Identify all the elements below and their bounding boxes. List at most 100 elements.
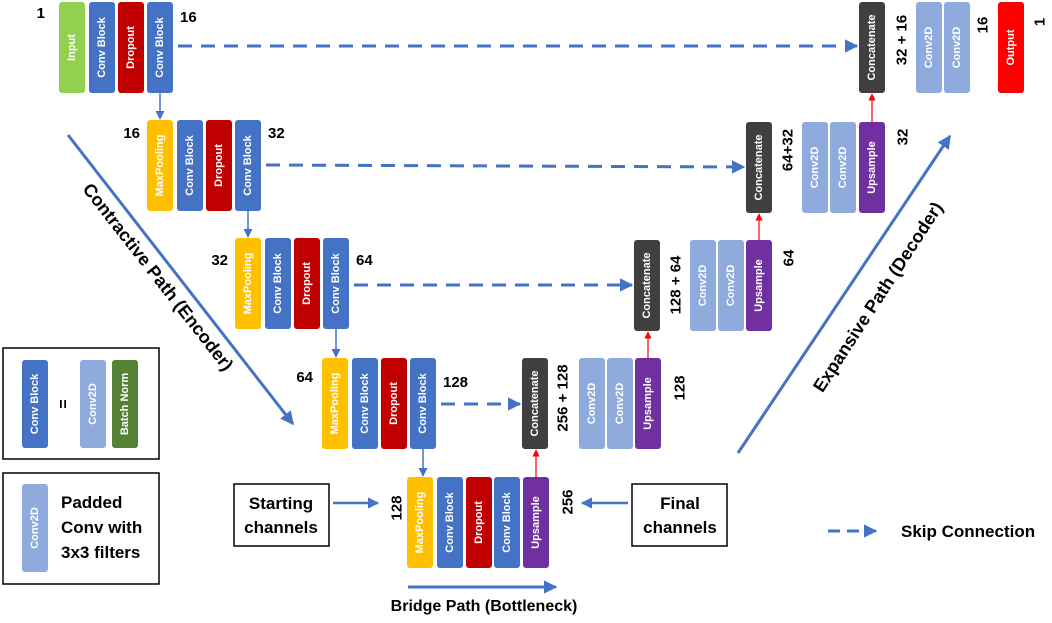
- conv2d-block-label: Conv2D: [614, 383, 626, 425]
- concatenate-block: [859, 2, 885, 93]
- concatenate-block-label: Concatenate: [641, 252, 653, 318]
- dropout-block: [294, 238, 320, 329]
- conv-block-label: Conv Block: [444, 491, 456, 552]
- channel-label: 32: [895, 129, 912, 146]
- conv-block: [437, 477, 463, 568]
- upsample-block-label: Upsample: [642, 377, 654, 430]
- dropout-block: [381, 358, 407, 449]
- channel-label: 16: [123, 125, 140, 142]
- conv-block: [323, 238, 349, 329]
- encoder-level-1: Input Conv Block Dropout Conv Block 1 16: [37, 2, 197, 93]
- conv-block-label: Conv Block: [154, 16, 166, 77]
- upsample-block-label: Upsample: [753, 259, 765, 312]
- final-channels-line2: channels: [643, 518, 717, 537]
- conv-block-label: Conv Block: [272, 252, 284, 313]
- channel-label: 256 + 128: [555, 364, 572, 431]
- channel-label: 16: [180, 9, 197, 26]
- channel-label: 128 + 64: [668, 255, 685, 314]
- bridge-path-label: Bridge Path (Bottleneck): [391, 598, 578, 615]
- expansive-path-label: Expansive Path (Decoder): [809, 198, 947, 395]
- maxpooling-block-label: MaxPooling: [242, 253, 254, 315]
- input-block: [59, 2, 85, 93]
- channel-label: 64: [356, 252, 373, 269]
- conv2d-block-label: Conv2D: [697, 265, 709, 307]
- encoder-level-3: MaxPooling Conv Block Dropout Conv Block…: [211, 238, 373, 329]
- channel-label: 128: [672, 375, 689, 400]
- conv-block-label: Conv Block: [359, 372, 371, 433]
- final-channels-note: Final channels: [580, 483, 728, 547]
- conv-block: [147, 2, 173, 93]
- channel-label: 64: [781, 249, 798, 266]
- conv2d-block-label: Conv2D: [87, 383, 99, 425]
- batch-norm-block: [112, 360, 138, 448]
- output-block-label: Output: [1005, 29, 1017, 65]
- decoder-level-4: Concatenate 256 + 128 Conv2D Conv2D Upsa…: [522, 358, 689, 449]
- decoder-level-2: Concatenate 64+32 Conv2D Conv2D Upsample…: [746, 122, 912, 213]
- conv-block: [352, 358, 378, 449]
- bridge-level: MaxPooling Conv Block Dropout Conv Block…: [389, 477, 577, 568]
- conv2d-block-label: Conv2D: [951, 27, 963, 69]
- dashed-arrow-icon: [265, 160, 746, 174]
- encoder-level-2: MaxPooling Conv Block Dropout Conv Block…: [123, 120, 285, 211]
- dropout-block-label: Dropout: [213, 144, 225, 187]
- maxpooling-block-label: MaxPooling: [414, 492, 426, 554]
- conv-block-label: Conv Block: [96, 16, 108, 77]
- output-block: [998, 2, 1024, 93]
- legend-skip-connection: Skip Connection: [828, 522, 1035, 541]
- encoder-path-arrow: [66, 134, 295, 426]
- conv-block: [265, 238, 291, 329]
- dropout-block: [118, 2, 144, 93]
- upsample-block: [523, 477, 549, 568]
- decoder-path-arrow: [736, 134, 952, 454]
- channel-label: 32: [211, 252, 228, 269]
- channel-label: 128: [389, 495, 406, 520]
- dropout-block-label: Dropout: [388, 382, 400, 425]
- conv2d-block: [579, 358, 605, 449]
- padded-conv-line1: Padded: [61, 493, 122, 512]
- legend-conv-block: Conv Block = Conv2D Batch Norm: [2, 347, 160, 460]
- conv2d-block-label: Conv2D: [837, 147, 849, 189]
- dropout-block-label: Dropout: [125, 26, 137, 69]
- conv2d-block: [944, 2, 970, 93]
- decoder-level-1: Concatenate 32 + 16 Conv2D Conv2D 16 Out…: [859, 2, 1049, 93]
- upsample-block-label: Upsample: [530, 496, 542, 549]
- concatenate-block-label: Concatenate: [866, 14, 878, 80]
- conv2d-block-label: Conv2D: [809, 147, 821, 189]
- conv-block-label: Conv Block: [242, 134, 254, 195]
- concatenate-block-label: Concatenate: [753, 134, 765, 200]
- conv2d-block: [802, 122, 828, 213]
- conv2d-block-label: Conv2D: [29, 507, 41, 549]
- starting-channels-line2: channels: [244, 518, 318, 537]
- conv-block-label: Conv Block: [184, 134, 196, 195]
- conv2d-block-label: Conv2D: [923, 27, 935, 69]
- conv2d-block: [22, 484, 48, 572]
- concatenate-block-label: Concatenate: [529, 370, 541, 436]
- maxpooling-block: [407, 477, 433, 568]
- skip-connection-label: Skip Connection: [901, 522, 1035, 541]
- channel-label: 64+32: [780, 129, 797, 171]
- channel-label: 1: [37, 5, 45, 22]
- channel-label: 16: [975, 17, 992, 34]
- legend-conv2d: Conv2D Padded Conv with 3x3 filters: [2, 472, 160, 585]
- conv-block-label: Conv Block: [29, 373, 41, 434]
- final-channels-line1: Final: [660, 494, 700, 513]
- starting-channels-box: [233, 483, 330, 547]
- channel-label: 32 + 16: [894, 15, 911, 65]
- padded-conv-line2: Conv with: [61, 518, 142, 537]
- maxpooling-block: [235, 238, 261, 329]
- decoder-level-3: Concatenate 128 + 64 Conv2D Conv2D Upsam…: [634, 240, 798, 331]
- padded-conv-line3: 3x3 filters: [61, 543, 140, 562]
- conv-block-label: Conv Block: [501, 491, 513, 552]
- upsample-block: [859, 122, 885, 213]
- conv-block-label: Conv Block: [417, 372, 429, 433]
- upsample-block: [746, 240, 772, 331]
- conv2d-block-label: Conv2D: [586, 383, 598, 425]
- up-arrows: [532, 93, 876, 477]
- upsample-block-label: Upsample: [866, 141, 878, 194]
- conv2d-block: [916, 2, 942, 93]
- dropout-block: [466, 477, 492, 568]
- conv2d-block: [830, 122, 856, 213]
- starting-channels-line1: Starting: [249, 494, 313, 513]
- conv2d-block: [718, 240, 744, 331]
- conv2d-block: [80, 360, 106, 448]
